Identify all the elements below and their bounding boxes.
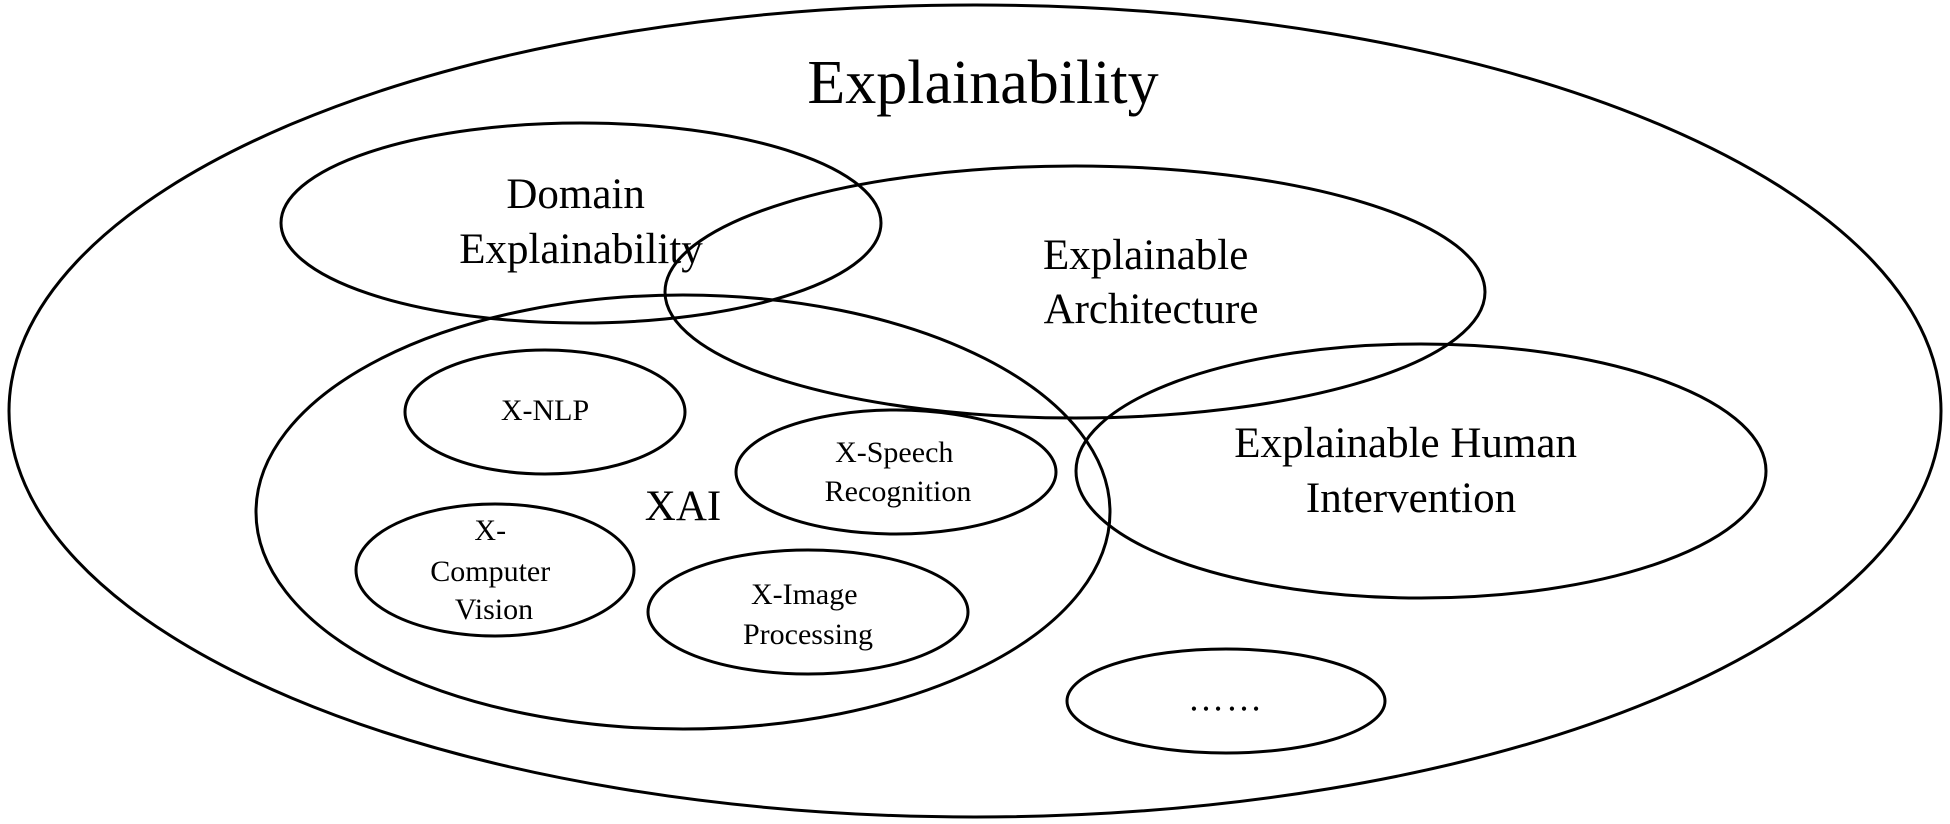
x-speech-recognition-ellipse: [734, 408, 1058, 536]
x-image-processing-ellipse: [646, 548, 970, 676]
explainable-architecture-ellipse: [663, 164, 1487, 420]
x-computer-vision-label: X- Computer Vision: [430, 514, 558, 626]
explainable-human-intervention-ellipse: [1074, 342, 1768, 600]
explainability-title: Explainability: [807, 49, 1158, 117]
xai-label: XAI: [645, 483, 721, 530]
x-speech-recognition-label: X-Speech Recognition: [825, 436, 972, 508]
domain-explainability-label: Domain Explainability: [459, 171, 703, 273]
domain-explainability-ellipse: [279, 121, 883, 325]
more-ellipsis: ……: [1188, 678, 1264, 718]
explainable-architecture-label: Explainable Architecture: [1043, 232, 1259, 333]
explainable-human-intervention-label: Explainable Human Intervention: [1234, 420, 1587, 522]
xai-ellipse: [254, 293, 1112, 731]
x-nlp-ellipse: [403, 348, 687, 476]
explainability-ellipse: [7, 3, 1943, 819]
x-nlp-label: X-NLP: [501, 394, 589, 427]
more-ellipse: [1065, 647, 1387, 755]
x-image-processing-label: X-Image Processing: [743, 578, 873, 651]
x-computer-vision-ellipse: [354, 502, 636, 638]
